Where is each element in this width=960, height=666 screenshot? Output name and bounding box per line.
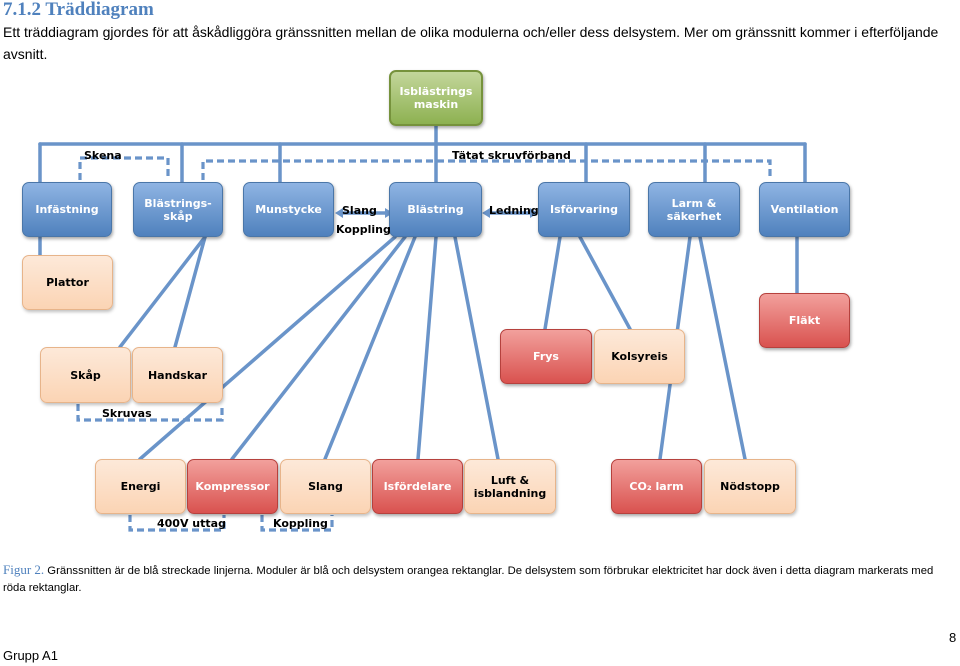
- module-larm-sakerhet: Larm & säkerhet: [648, 182, 740, 237]
- footer-group: Grupp A1: [3, 648, 58, 663]
- subsystem-slang: Slang: [280, 459, 371, 514]
- interface-label-skruvas: Skruvas: [102, 407, 152, 420]
- subsystem-nodstopp: Nödstopp: [704, 459, 796, 514]
- intro-paragraph: Ett träddiagram gjordes för att åskådlig…: [3, 24, 939, 62]
- figure-caption: Figur 2. Gränssnitten är de blå streckad…: [3, 561, 953, 597]
- module-isforvaring: Isförvaring: [538, 182, 630, 237]
- interface-label-tatat-skruvforband: Tätat skruvförband: [452, 149, 571, 162]
- section-heading: 7.1.2 Träddiagram: [3, 0, 154, 20]
- interface-label-ledning: Ledning: [489, 204, 539, 217]
- figure-label: Figur 2.: [3, 562, 45, 577]
- subsystem-skap: Skåp: [40, 347, 131, 403]
- module-blastring: Blästring: [389, 182, 482, 237]
- subsystem-frys: Frys: [500, 329, 592, 384]
- subsystem-energi: Energi: [95, 459, 186, 514]
- caption-text: Gränssnitten är de blå streckade linjern…: [3, 565, 934, 594]
- subsystem-kolsyreis: Kolsyreis: [594, 329, 685, 384]
- interface-label-400v-uttag: 400V uttag: [157, 517, 226, 530]
- subsystem-handskar: Handskar: [132, 347, 223, 403]
- subsystem-kompressor: Kompressor: [187, 459, 278, 514]
- module-blastringsskap: Blästrings- skåp: [133, 182, 223, 237]
- module-munstycke: Munstycke: [243, 182, 334, 237]
- interface-label-skena: Skena: [84, 149, 122, 162]
- root-isblastringsmaskin: Isblästrings maskin: [389, 70, 483, 126]
- subsystem-flakt: Fläkt: [759, 293, 850, 348]
- interface-label-koppling: Koppling: [336, 223, 391, 236]
- interface-label-koppling-bottom: Koppling: [273, 517, 328, 530]
- module-ventilation: Ventilation: [759, 182, 850, 237]
- diagram-connectors: [38, 124, 807, 532]
- tree-diagram: Isblästrings maskin Infästning Blästring…: [0, 62, 960, 532]
- subsystem-isfordelare: Isfördelare: [372, 459, 463, 514]
- subsystem-luft-isblandning: Luft & isblandning: [464, 459, 556, 514]
- subsystem-co2-larm: CO₂ larm: [611, 459, 702, 514]
- module-infastning: Infästning: [22, 182, 112, 237]
- subsystem-plattor: Plattor: [22, 255, 113, 310]
- interface-label-slang: Slang: [342, 204, 377, 217]
- page-number: 8: [949, 630, 957, 645]
